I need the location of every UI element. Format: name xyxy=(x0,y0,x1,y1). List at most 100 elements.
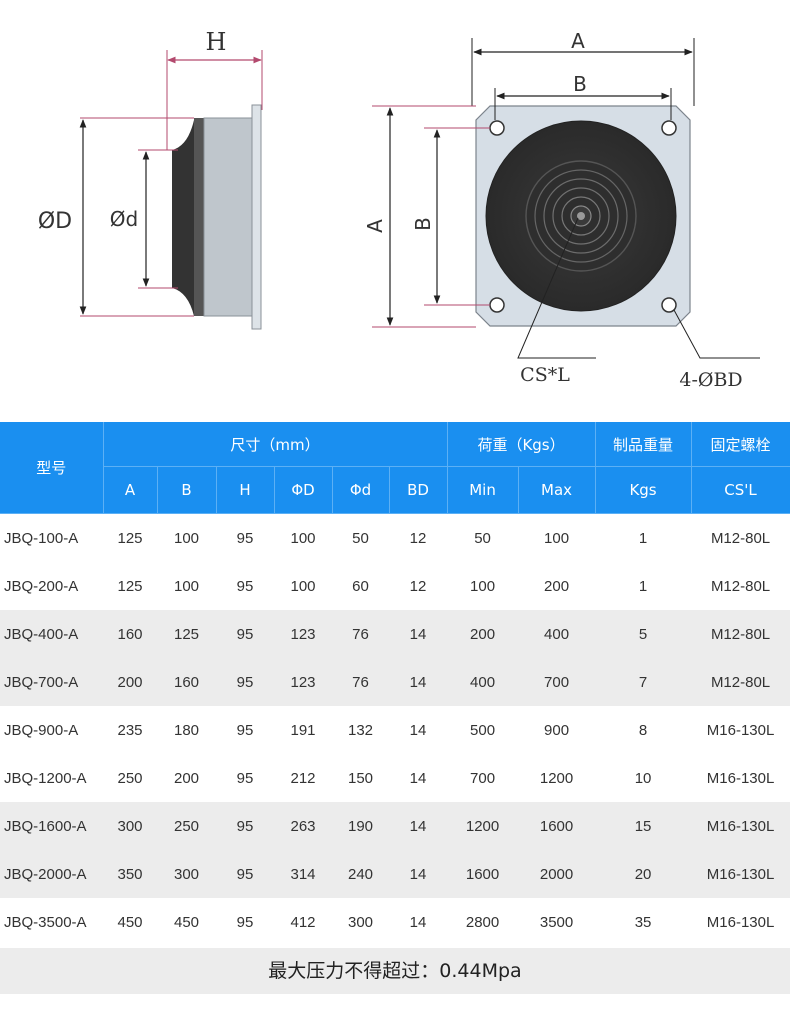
value-cell: 14 xyxy=(389,658,448,706)
value-cell: 314 xyxy=(274,850,332,898)
value-cell: 200 xyxy=(447,610,519,658)
value-cell: 900 xyxy=(544,721,570,739)
model-cell: JBQ-200-A xyxy=(4,577,79,595)
value-cell: M16-130L xyxy=(706,913,775,931)
value-cell: 300 xyxy=(347,913,374,931)
front-view: A B A B CS*L 4-ØBD xyxy=(363,29,760,391)
value-cell: 14 xyxy=(409,721,427,739)
value-cell: 350 xyxy=(103,850,157,898)
max-pressure-note: 最大压力不得超过：0.44Mpa xyxy=(0,948,790,994)
value-cell: 95 xyxy=(236,577,254,595)
value-cell: 3500 xyxy=(539,913,574,931)
value-cell: 1200 xyxy=(539,769,574,787)
d-outer-label: ØD xyxy=(38,209,72,234)
header-size: 尺寸（mm） xyxy=(103,422,448,467)
value-cell: 76 xyxy=(332,610,389,658)
value-cell: 35 xyxy=(634,913,652,931)
a-top-label: A xyxy=(571,29,585,53)
header-csl: CS'L xyxy=(691,466,790,514)
value-cell: 95 xyxy=(216,658,274,706)
header-b: B xyxy=(157,466,217,514)
value-cell: 700 xyxy=(470,769,496,787)
value-cell: 14 xyxy=(389,802,448,850)
value-cell: 2000 xyxy=(518,850,596,898)
value-cell: 95 xyxy=(236,913,254,931)
dimension-diagram: H ØD Ød A xyxy=(38,28,760,391)
b-side-label: B xyxy=(411,217,435,231)
bd-label: 4-ØBD xyxy=(679,369,742,391)
value-cell: 12 xyxy=(409,529,427,547)
value-cell: M16-130L xyxy=(706,769,775,787)
value-cell: 412 xyxy=(290,913,316,931)
value-cell: 200 xyxy=(173,769,200,787)
value-cell: 76 xyxy=(332,658,389,706)
header-phi-d-outer: ΦD xyxy=(274,466,333,514)
header-max: Max xyxy=(518,466,596,514)
model-cell: JBQ-1200-A xyxy=(4,769,87,787)
value-cell: 1 xyxy=(638,529,648,547)
value-cell: 300 xyxy=(103,802,157,850)
value-cell: 150 xyxy=(347,769,374,787)
value-cell: 95 xyxy=(236,769,254,787)
value-cell: 250 xyxy=(117,769,143,787)
value-cell: 250 xyxy=(157,802,216,850)
value-cell: 100 xyxy=(173,577,200,595)
header-load: 荷重（Kgs） xyxy=(447,422,596,467)
value-cell: M16-130L xyxy=(691,850,790,898)
value-cell: 700 xyxy=(518,658,596,706)
value-cell: 1 xyxy=(638,577,648,595)
value-cell: 160 xyxy=(157,658,216,706)
header-min: Min xyxy=(447,466,519,514)
value-cell: 14 xyxy=(389,610,448,658)
value-cell: 125 xyxy=(157,610,216,658)
value-cell: 123 xyxy=(274,658,332,706)
value-cell: 100 xyxy=(544,529,570,547)
value-cell: M12-80L xyxy=(710,577,771,595)
side-view: H ØD Ød xyxy=(38,28,263,330)
a-side-label: A xyxy=(363,219,387,233)
header-model: 型号 xyxy=(0,422,104,514)
value-cell: 1600 xyxy=(447,850,519,898)
value-cell: 20 xyxy=(595,850,692,898)
header-h: H xyxy=(216,466,275,514)
header-a: A xyxy=(103,466,158,514)
model-cell: JBQ-2000-A xyxy=(0,850,103,898)
h-label: H xyxy=(206,28,227,56)
value-cell: 235 xyxy=(117,721,143,739)
spec-table: 型号 尺寸（mm） 荷重（Kgs） 制品重量 固定螺栓 A B H ΦD Φd … xyxy=(0,422,790,946)
value-cell: 95 xyxy=(236,721,254,739)
value-cell: 300 xyxy=(157,850,216,898)
header-kgs: Kgs xyxy=(595,466,692,514)
value-cell: 212 xyxy=(290,769,316,787)
value-cell: 100 xyxy=(173,529,200,547)
value-cell: 500 xyxy=(470,721,496,739)
value-cell: 14 xyxy=(409,913,427,931)
value-cell: 8 xyxy=(638,721,648,739)
value-cell: 95 xyxy=(216,802,274,850)
value-cell: 15 xyxy=(595,802,692,850)
value-cell: M16-130L xyxy=(691,802,790,850)
header-weight: 制品重量 xyxy=(595,422,692,467)
value-cell: 95 xyxy=(236,529,254,547)
value-cell: 160 xyxy=(103,610,157,658)
value-cell: M12-80L xyxy=(691,610,790,658)
cs-label: CS*L xyxy=(520,364,570,386)
value-cell: M12-80L xyxy=(710,529,771,547)
value-cell: 95 xyxy=(216,610,274,658)
value-cell: 1200 xyxy=(447,802,519,850)
value-cell: 1600 xyxy=(518,802,596,850)
value-cell: 450 xyxy=(117,913,143,931)
value-cell: 7 xyxy=(595,658,692,706)
value-cell: 14 xyxy=(409,769,427,787)
value-cell: 450 xyxy=(173,913,200,931)
model-cell: JBQ-100-A xyxy=(4,529,79,547)
b-top-label: B xyxy=(573,72,587,96)
value-cell: 2800 xyxy=(465,913,500,931)
value-cell: 12 xyxy=(409,577,427,595)
